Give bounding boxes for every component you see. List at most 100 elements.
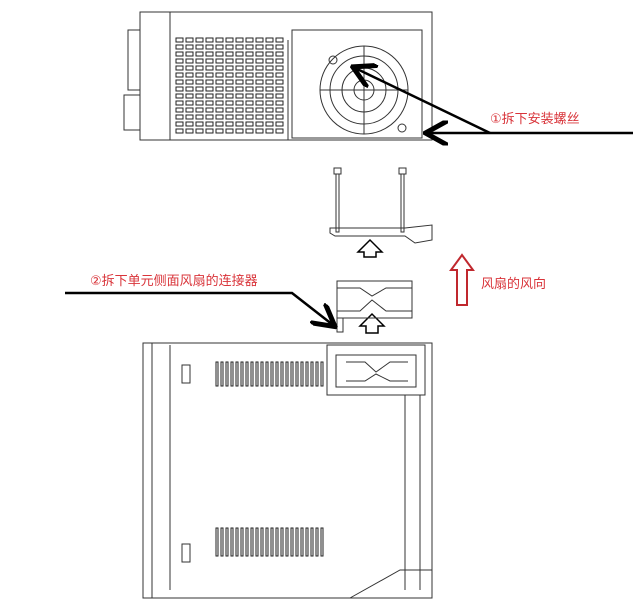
vent-slot [195,65,204,71]
vent-slot [175,107,184,113]
vent-slot [285,361,289,387]
step2-leader [65,291,333,325]
vent-slot [245,86,254,92]
side-vents [215,361,324,557]
vent-slot [255,114,264,120]
vent-slot [215,100,224,106]
vent-slot [275,65,284,71]
vent-slot [235,121,244,127]
vent-slot [215,114,224,120]
vent-slot [255,58,264,64]
vent-slot [185,79,194,85]
vent-slot [185,86,194,92]
vent-slot [185,121,194,127]
vent-slot [215,86,224,92]
vent-slot [255,93,264,99]
vent-slot [245,58,254,64]
vent-slot [255,37,264,43]
vent-slot [280,361,284,387]
vent-slot [270,527,274,557]
step1-leader [355,68,633,133]
vent-slot [215,527,219,557]
vent-slot [250,527,254,557]
vent-slot [225,100,234,106]
vent-slot [205,93,214,99]
vent-slot [225,107,234,113]
vent-slot [225,65,234,71]
vent-slot [240,361,244,387]
mounting-screws [333,167,407,233]
vent-slot [175,65,184,71]
vent-slot [265,65,274,71]
vent-slot [245,65,254,71]
vent-slot [195,51,204,57]
vent-slot [215,107,224,113]
vent-slot [265,100,274,106]
vent-slot [235,58,244,64]
vent-slot [175,93,184,99]
vent-slot [275,72,284,78]
vent-slot [275,121,284,127]
vent-slot [220,361,224,387]
airflow-arrow [449,253,475,306]
vent-slot [245,93,254,99]
vent-slot [315,361,319,387]
vent-slot [235,361,239,387]
vent-slot [265,44,274,50]
vent-slot [215,121,224,127]
vent-slot [245,128,254,134]
vent-slot [310,361,314,387]
vent-slot [275,58,284,64]
vent-slot [205,86,214,92]
vent-slot [195,72,204,78]
vent-slot [225,114,234,120]
vent-slot [215,361,219,387]
vent-slot [185,128,194,134]
vent-slot [245,37,254,43]
vent-slot [215,37,224,43]
vent-slot [235,527,239,557]
vent-slot [245,51,254,57]
vent-slot [205,37,214,43]
vent-slot [255,361,259,387]
vent-slot [315,527,319,557]
vent-slot [205,79,214,85]
vent-slot [280,527,284,557]
vent-slot [245,44,254,50]
vent-slot [245,72,254,78]
vent-slot [235,51,244,57]
vent-slot [260,527,264,557]
vent-slot [265,79,274,85]
vent-slot [225,44,234,50]
bottom-unit [142,342,433,599]
vent-slot [205,107,214,113]
vent-slot [265,114,274,120]
vent-slot [255,44,264,50]
vent-slot [205,44,214,50]
vent-slot [195,44,204,50]
vent-slot [235,37,244,43]
airflow-label: 风扇的风向 [481,277,547,292]
top-unit [123,11,433,141]
vent-slot [245,107,254,113]
vent-slot [275,114,284,120]
vent-slot [175,58,184,64]
vent-slot [265,128,274,134]
vent-slot [305,361,309,387]
vent-slot [175,44,184,50]
step2-label: ②拆下单元侧面风扇的连接器 [90,274,258,289]
vent-slot [230,361,234,387]
vent-slot [275,79,284,85]
vent-slot [175,128,184,134]
vent-slot [185,37,194,43]
movement-arrows [356,238,386,334]
vent-slot [215,128,224,134]
vent-slot [185,114,194,120]
vent-slot [295,527,299,557]
vent-slot [225,37,234,43]
vent-slot [320,361,324,387]
vent-slot [205,121,214,127]
vent-slot [290,361,294,387]
vent-slot [265,72,274,78]
vent-slot [305,527,309,557]
